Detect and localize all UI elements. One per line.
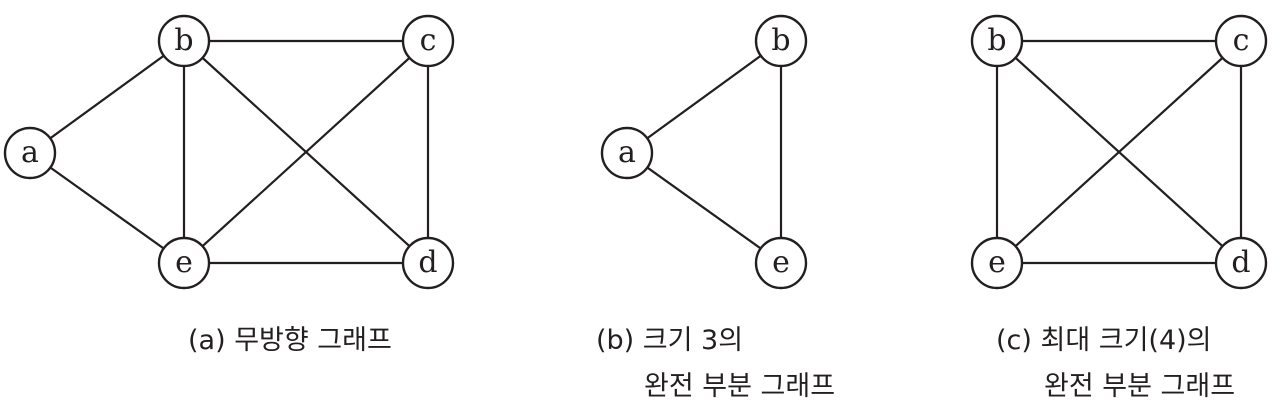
node-circle-a-a	[3, 126, 57, 180]
node-circle-a-d	[401, 236, 455, 290]
node-label-b-a: a	[618, 135, 636, 170]
caption-b-line-2: 완전 부분 그래프	[644, 371, 836, 402]
edge-a-a-e	[29, 152, 185, 264]
edge-b-a-e	[626, 152, 782, 264]
node-label-c-c: c	[1233, 23, 1250, 58]
node-b-a: a	[600, 126, 654, 180]
node-circle-c-e	[970, 236, 1024, 290]
node-circle-a-b	[157, 14, 211, 68]
node-circle-c-d	[1214, 236, 1268, 290]
node-circle-b-b	[754, 14, 808, 68]
node-label-a-b: b	[174, 23, 193, 58]
node-c-c: c	[1214, 14, 1268, 68]
caption-b-line-1: (b) 크기 3의	[596, 325, 744, 356]
node-c-b: b	[970, 14, 1024, 68]
node-a-a: a	[3, 126, 57, 180]
node-label-c-e: e	[988, 245, 1006, 280]
caption-a-line-1: (a) 무방향 그래프	[188, 325, 392, 356]
edge-a-a-b	[29, 40, 185, 154]
node-label-c-b: b	[987, 23, 1006, 58]
node-circle-c-c	[1214, 14, 1268, 68]
caption-b: (b) 크기 3의 완전 부분 그래프	[596, 318, 835, 410]
node-circle-b-e	[754, 236, 808, 290]
caption-c: (c) 최대 크기(4)의 완전 부분 그래프	[996, 318, 1235, 410]
node-a-b: b	[157, 14, 211, 68]
node-circle-a-c	[401, 14, 455, 68]
node-c-d: d	[1214, 236, 1268, 290]
node-label-b-e: e	[772, 245, 790, 280]
caption-c-line-2: 완전 부분 그래프	[1044, 371, 1236, 402]
node-label-a-e: e	[175, 245, 193, 280]
node-label-a-d: d	[418, 245, 437, 280]
node-circle-c-b	[970, 14, 1024, 68]
edge-c-c-e	[996, 40, 1242, 264]
node-b-b: b	[754, 14, 808, 68]
node-a-c: c	[401, 14, 455, 68]
node-circle-b-a	[600, 126, 654, 180]
caption-c-line-1: (c) 최대 크기(4)의	[996, 325, 1212, 356]
node-circle-a-e	[157, 236, 211, 290]
caption-a: (a) 무방향 그래프	[188, 318, 392, 364]
node-label-a-c: c	[420, 23, 437, 58]
node-label-c-d: d	[1231, 245, 1250, 280]
edge-b-a-b	[626, 40, 782, 154]
node-a-d: d	[401, 236, 455, 290]
node-c-e: e	[970, 236, 1024, 290]
node-b-e: e	[754, 236, 808, 290]
edge-a-c-e	[183, 40, 429, 264]
node-label-b-b: b	[771, 23, 790, 58]
node-a-e: e	[157, 236, 211, 290]
node-label-a-a: a	[21, 135, 39, 170]
